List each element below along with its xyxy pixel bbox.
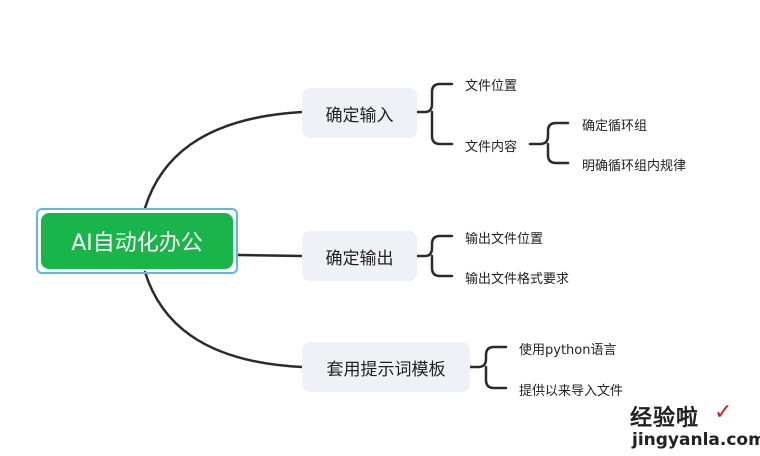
root-node-selection-border[interactable] xyxy=(36,208,238,274)
watermark: 经验啦 ✓ jingyanla.com xyxy=(630,400,760,456)
connector-branch3-bracket xyxy=(468,345,508,390)
connector-root-branch-3 xyxy=(143,270,304,369)
connector-branch1-bracket xyxy=(415,82,454,146)
connector-leaf-bracket xyxy=(528,121,570,165)
watermark-check-icon: ✓ xyxy=(714,400,733,425)
leaf-node[interactable]: 确定循环组 xyxy=(582,119,648,134)
watermark-url: jingyanla.com xyxy=(632,430,760,450)
leaf-node[interactable]: 提供以来导入文件 xyxy=(519,384,624,399)
leaf-node[interactable]: 输出文件格式要求 xyxy=(465,272,570,287)
leaf-node[interactable]: 文件位置 xyxy=(465,79,518,94)
leaf-node[interactable]: 明确循环组内规律 xyxy=(582,159,687,174)
connector-branch2-bracket xyxy=(415,234,454,278)
connector-root-branch-2 xyxy=(236,253,304,258)
branch-node-prompt-template[interactable]: 套用提示词模板 xyxy=(302,342,470,392)
root-node[interactable]: AI自动化办公 xyxy=(41,213,233,269)
watermark-text: 经验啦 xyxy=(630,406,700,431)
leaf-node[interactable]: 使用python语言 xyxy=(519,343,617,358)
leaf-node[interactable]: 文件内容 xyxy=(465,140,518,155)
branch-node-output[interactable]: 确定输出 xyxy=(302,231,417,281)
leaf-node[interactable]: 输出文件位置 xyxy=(465,232,544,247)
connector-root-branch-1 xyxy=(143,110,304,210)
branch-node-input[interactable]: 确定输入 xyxy=(302,88,417,138)
